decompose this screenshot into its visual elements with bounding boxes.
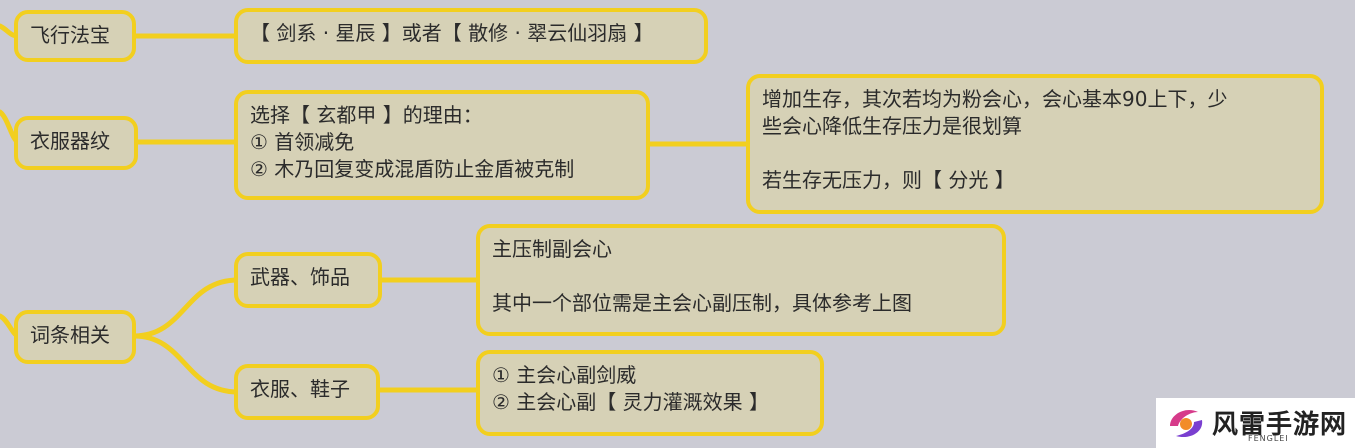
node-clothing-glyph: 衣服器纹: [14, 116, 138, 170]
node-treasure-choice: 【 剑系 · 星辰 】或者【 散修 · 翠云仙羽扇 】: [234, 8, 708, 64]
node-clothing-note: 增加生存，其次若均为粉会心，会心基本90上下，少 些会心降低生存压力是很划算 若…: [746, 74, 1324, 214]
node-clothing-reason: 选择【 玄都甲 】的理由： ① 首领减免 ② 木乃回复变成混盾防止金盾被克制: [234, 90, 650, 200]
watermark-sub: FENGLEI: [1248, 434, 1289, 443]
link-affix-apparel: [131, 333, 241, 395]
node-clothing-shoes: 衣服、鞋子: [234, 364, 380, 420]
node-affix: 词条相关: [14, 310, 136, 364]
fenglei-logo-icon: [1170, 409, 1203, 438]
node-flying-treasure: 飞行法宝: [14, 10, 136, 62]
watermark-name: 风雷手游网: [1212, 410, 1348, 440]
link-affix-weapon: [131, 277, 241, 339]
watermark-logo: 风雷手游网 FENGLEI: [1156, 398, 1355, 448]
node-weapon-accessory: 武器、饰品: [234, 252, 382, 308]
node-weapon-note: 主压制副会心 其中一个部位需是主会心副压制，具体参考上图: [476, 224, 1006, 336]
node-apparel-note: ① 主会心副剑威 ② 主会心副【 灵力灌溉效果 】: [476, 350, 824, 436]
